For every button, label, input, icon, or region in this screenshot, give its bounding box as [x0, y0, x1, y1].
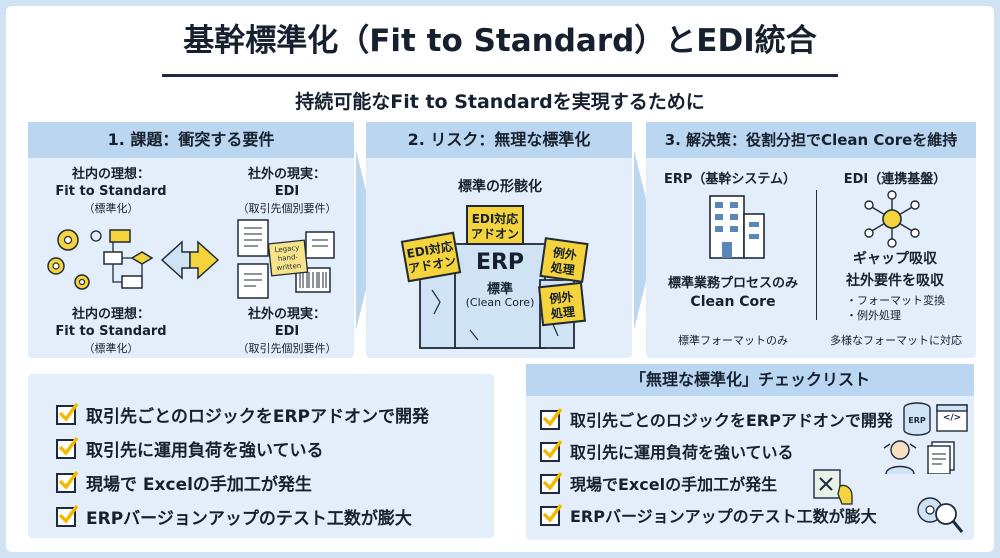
edi-desc-1: ギャップ吸収 — [853, 251, 937, 267]
reality-top-line2: EDI — [274, 184, 300, 199]
office-building-icon — [709, 195, 765, 259]
solution-divider — [816, 190, 817, 320]
checklist-right-item: ERPバージョンアップのテスト工数が膨大 — [540, 502, 877, 532]
reality-bottom-label: 社外の現実： EDI （取引先個別要件） — [222, 306, 352, 357]
erp-standard-label: 標準 — [486, 282, 513, 297]
ideal-bottom-line1: 社内の理想： — [71, 307, 150, 322]
ideal-bottom-line2: Fit to Standard — [55, 324, 167, 339]
erp-footer: 標準フォーマットのみ — [678, 334, 788, 347]
erp-desc-2: Clean Core — [690, 294, 776, 310]
legacy-note-text: Legacy hand-written — [274, 243, 302, 273]
ideal-bottom-label: 社内の理想： Fit to Standard （標準化） — [36, 306, 186, 357]
gear-magnifier-icon — [917, 497, 964, 533]
checklist-right-item: 現場でExcelの手加工が発生 — [540, 470, 777, 500]
stressed-person-icon — [883, 440, 917, 474]
panel-issue-header: 1. 課題：衝突する要件 — [28, 122, 354, 158]
checklist-right-header: 「無理な標準化」チェックリスト — [526, 364, 974, 396]
network-hub-icon — [864, 190, 920, 248]
checklist-right-item: 取引先に運用負荷を強いている — [540, 438, 794, 468]
checklist-left-item-text: 取引先に運用負荷を強いている — [86, 441, 324, 461]
note-edi-addon-top: EDI対応 アドオン — [466, 205, 524, 245]
documents-icon — [237, 219, 335, 299]
erp-system-title: ERP（基幹システム） — [663, 172, 797, 187]
ideal-top-line1: 社内の理想： — [71, 167, 150, 182]
reality-top-line1: 社外の現実： — [247, 167, 326, 182]
edi-platform-title: EDI（連携基盤） — [843, 172, 947, 187]
checklist-left-item: 取引先に運用負荷を強いている — [56, 436, 324, 466]
page-subtitle: 持続可能なFit to Standardを実現するために — [295, 91, 705, 113]
erp-desc-1: 標準業務プロセスのみ — [667, 276, 798, 291]
erp-label: ERP — [475, 250, 525, 275]
checklist-left-item-text: 現場で Excelの手加工が発生 — [86, 475, 312, 495]
checklist-right-item-text: 取引先に運用負荷を強いている — [570, 443, 794, 462]
title-underline — [162, 74, 838, 77]
checklist-left-item: ERPバージョンアップのテスト工数が膨大 — [56, 504, 412, 534]
checklist-left-item: 取引先ごとのロジックをERPアドオンで開発 — [56, 402, 429, 432]
reality-bottom-line2: EDI — [274, 324, 300, 339]
formalization-label: 標準の形骸化 — [458, 179, 542, 195]
page-title: 基幹標準化（Fit to Standard）とEDI統合 — [183, 23, 817, 59]
note-exception-1: 例外 処理 — [539, 237, 589, 283]
edi-bullet-2: ・例外処理 — [846, 309, 901, 322]
ideal-top-line2: Fit to Standard — [55, 184, 167, 199]
note-exception-2: 例外 処理 — [538, 281, 586, 327]
code-window-icon — [936, 404, 968, 432]
document-stack-icon — [927, 441, 955, 474]
panel-issue — [28, 122, 354, 358]
panel-solution — [646, 122, 976, 358]
reality-bottom-line3: （取引先個別要件） — [237, 342, 337, 355]
ideal-top-line3: （標準化） — [83, 202, 139, 215]
checklist-left-item-text: 取引先ごとのロジックをERPアドオンで開発 — [86, 407, 429, 427]
erp-clean-core-label: (Clean Core) — [465, 296, 535, 309]
checklist-right-item-text: ERPバージョンアップのテスト工数が膨大 — [570, 507, 877, 526]
edi-bullet-1: ・フォーマット変換 — [846, 294, 945, 307]
edi-desc-2: 社外要件を吸収 — [846, 273, 944, 289]
ideal-bottom-line3: （標準化） — [83, 342, 139, 355]
excel-hand-icon — [813, 469, 853, 505]
checklist-right-item: 取引先ごとのロジックをERPアドオンで開発 — [540, 406, 893, 436]
code-window-label: </> — [942, 413, 962, 423]
checklist-left-panel — [28, 374, 494, 538]
reality-top-label: 社外の現実： EDI （取引先個別要件） — [222, 166, 352, 217]
checklist-left-item-text: ERPバージョンアップのテスト工数が膨大 — [86, 509, 412, 529]
panel-solution-header: 3. 解決策：役割分担でClean Coreを維持 — [646, 122, 976, 158]
checklist-right-item-text: 現場でExcelの手加工が発生 — [570, 475, 778, 494]
database-icon-label: ERP — [908, 416, 926, 425]
reality-top-line3: （取引先個別要件） — [237, 202, 337, 215]
edi-footer: 多様なフォーマットに対応 — [830, 334, 962, 347]
conflict-arrows-icon — [160, 240, 220, 280]
panel-risk-header: 2. リスク：無理な標準化 — [366, 122, 632, 158]
database-icon — [903, 402, 931, 436]
workflow-gears-icon — [47, 229, 154, 290]
checklist-left-item: 現場で Excelの手加工が発生 — [56, 470, 312, 500]
ideal-top-label: 社内の理想： Fit to Standard （標準化） — [36, 166, 186, 217]
checklist-right-item-text: 取引先ごとのロジックをERPアドオンで開発 — [570, 411, 893, 430]
reality-bottom-line1: 社外の現実： — [247, 307, 326, 322]
